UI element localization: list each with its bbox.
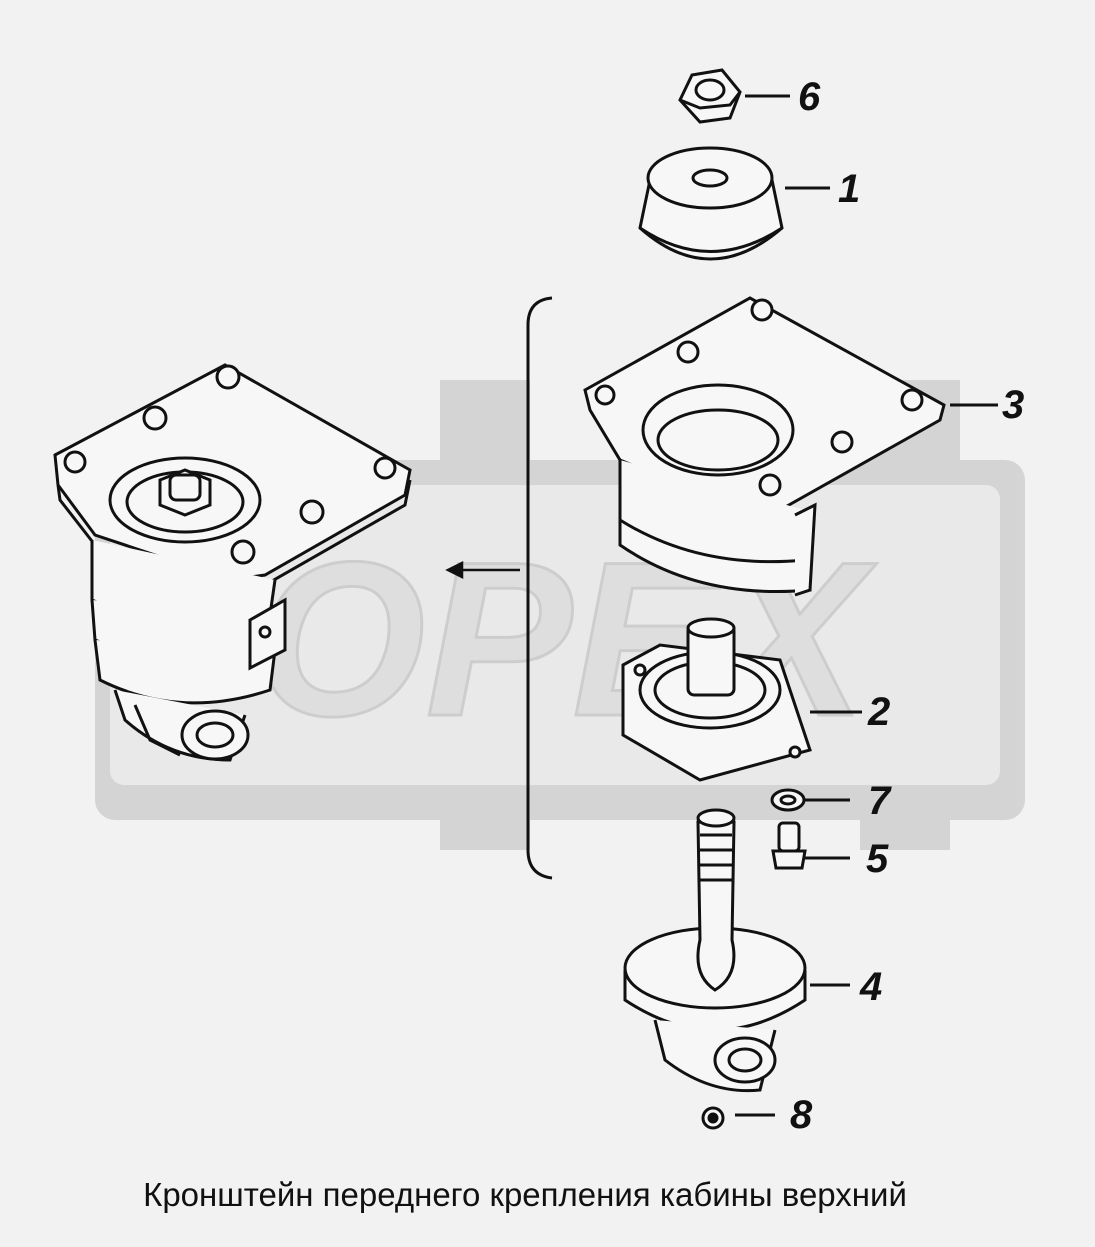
callout-2: 2: [867, 690, 890, 734]
assembly-arrow: [445, 560, 520, 580]
part-2-mount: [621, 617, 812, 782]
part-8-small-nut: [701, 1106, 725, 1130]
callout-3: 3: [1002, 383, 1024, 427]
part-1-cup: [638, 146, 784, 261]
part-7-washer: [770, 788, 806, 812]
part-5-bolt: [771, 821, 807, 870]
assembled-bracket: [53, 363, 412, 762]
part-6-nut: [678, 68, 742, 124]
callout-5: 5: [866, 837, 889, 881]
leader-lines: [735, 94, 998, 1117]
callout-7: 7: [868, 779, 892, 823]
callout-4: 4: [859, 965, 882, 1009]
part-4-stud: [623, 808, 807, 1093]
diagram-caption: Кронштейн переднего крепления кабины вер…: [143, 1176, 907, 1213]
callout-6: 6: [798, 75, 821, 119]
part-3-plate: [583, 296, 946, 597]
group-brace: [526, 296, 553, 880]
callout-1: 1: [838, 167, 860, 211]
callout-8: 8: [790, 1093, 813, 1137]
